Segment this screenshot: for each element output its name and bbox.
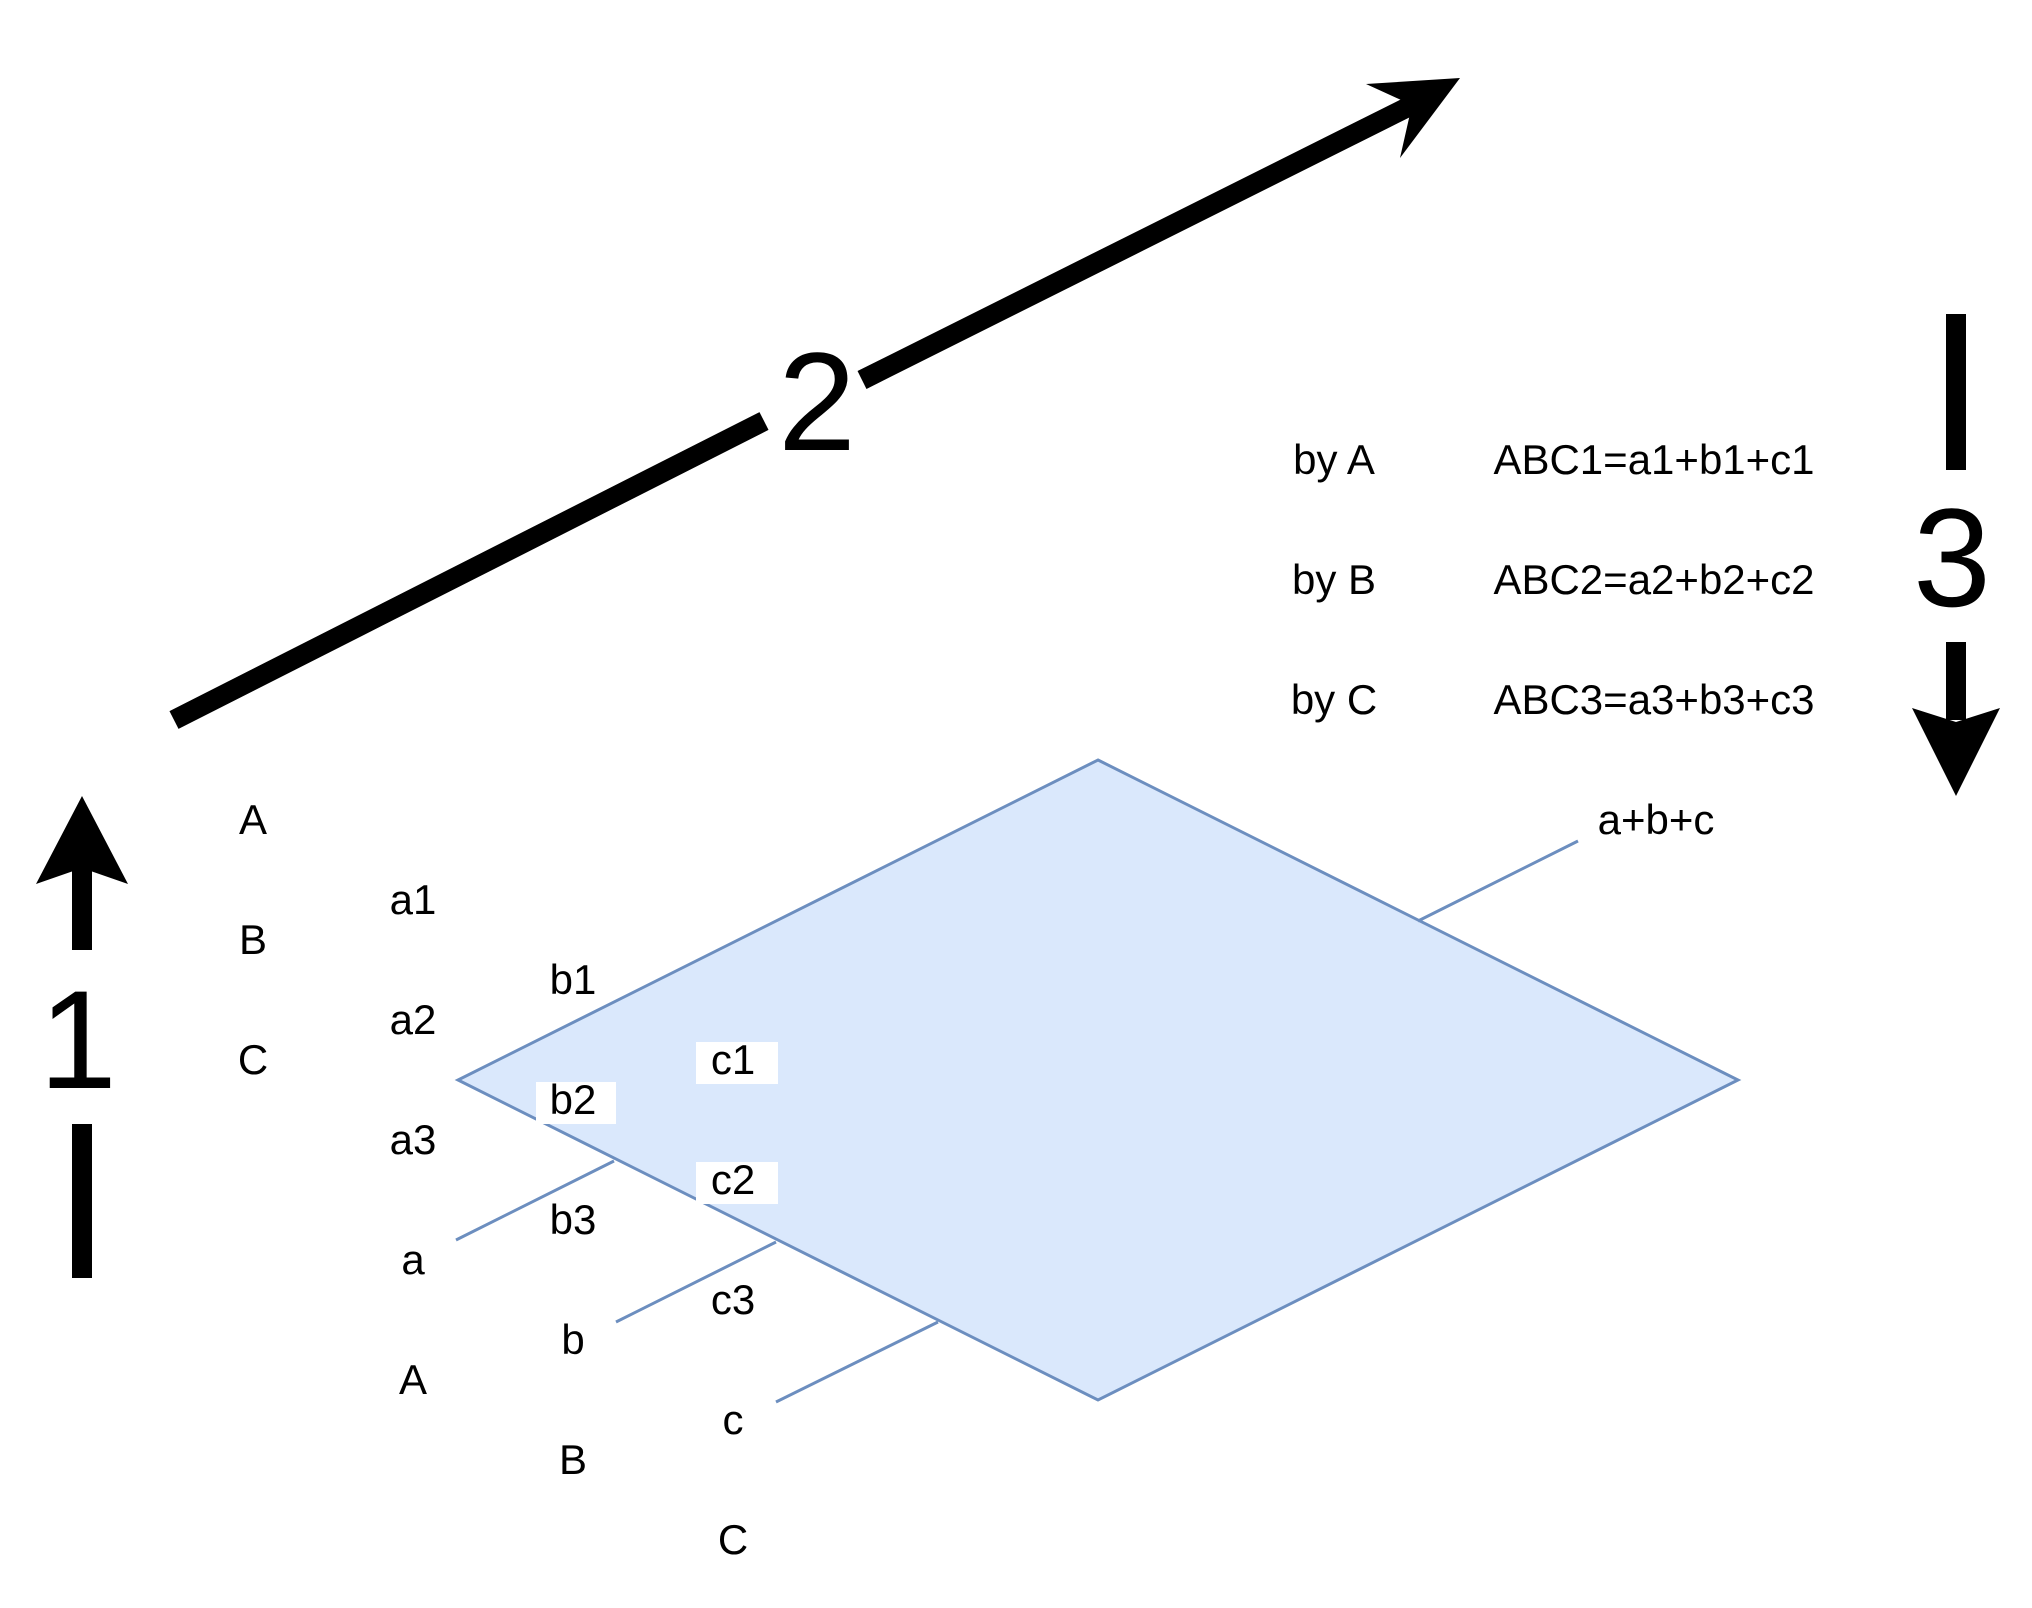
equation-by-b: by B: [1292, 556, 1376, 603]
arrow-2-shaft-lower: [169, 412, 769, 729]
leader-line-c: [775, 1320, 939, 1404]
label-a: a: [401, 1236, 425, 1283]
leader-line-b: [615, 1240, 777, 1324]
label-c2-bg: [696, 1162, 778, 1204]
outer-label-b: B: [239, 916, 267, 963]
label-a-upper: A: [399, 1356, 427, 1403]
plane-sum-label: a+b+c: [1598, 796, 1715, 843]
label-c-upper: C: [718, 1516, 748, 1563]
label-c3: c3: [711, 1276, 755, 1323]
label-b3: b3: [550, 1196, 597, 1243]
label-b2: b2: [550, 1076, 597, 1123]
label-b: b: [561, 1316, 584, 1363]
label-c1-bg: [696, 1042, 778, 1084]
equation-formula-2: ABC2=a2+b2+c2: [1493, 556, 1814, 603]
equation-formula-1: ABC1=a1+b1+c1: [1493, 436, 1814, 483]
equation-by-c: by C: [1291, 676, 1377, 723]
label-c2: c2: [711, 1156, 755, 1203]
label-b1: b1: [550, 956, 597, 1003]
label-a1: a1: [390, 876, 437, 923]
label-c: c: [723, 1396, 744, 1443]
outer-label-a: A: [239, 796, 267, 843]
arrow-2-shaft-upper: [857, 91, 1427, 389]
label-a2: a2: [390, 996, 437, 1043]
step-1-label: 1: [39, 961, 117, 1118]
label-c1: c1: [711, 1036, 755, 1083]
arrow-2-head: [1366, 78, 1460, 158]
equation-by-a: by A: [1293, 436, 1375, 483]
equation-formula-3: ABC3=a3+b3+c3: [1493, 676, 1814, 723]
step-3-label: 3: [1913, 479, 1991, 636]
leader-line-sum: [1417, 839, 1579, 923]
label-b2-bg: [536, 1082, 616, 1124]
outer-label-c: C: [238, 1036, 268, 1083]
arrow-3-head: [1912, 708, 2000, 796]
arrow-1-head: [36, 796, 128, 884]
label-b-upper: B: [559, 1436, 587, 1483]
leader-line-a: [455, 1159, 615, 1242]
label-a3: a3: [390, 1116, 437, 1163]
step-2-label: 2: [778, 323, 856, 480]
